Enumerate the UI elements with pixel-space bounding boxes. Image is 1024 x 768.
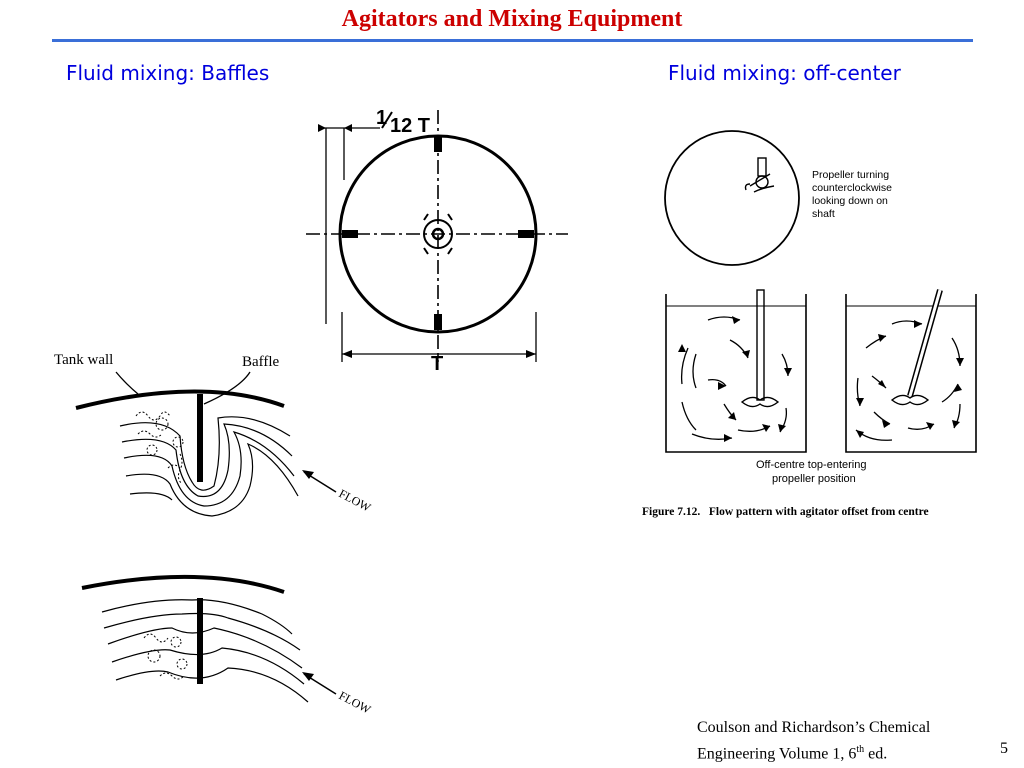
baffle-bottom — [434, 314, 442, 330]
right-heading: Fluid mixing: off-center — [668, 61, 901, 85]
baffle-top — [434, 136, 442, 152]
left-tank-side-view — [665, 294, 807, 453]
citation-ed: ed. — [864, 745, 888, 763]
citation-line-2: Engineering Volume 1, 6th ed. — [697, 739, 930, 765]
citation-edition-suffix: th — [856, 744, 865, 755]
flow-label-top: FLOW — [337, 486, 374, 515]
diameter-label: T — [431, 353, 443, 375]
propeller-note-line-4: shaft — [812, 208, 835, 220]
offcenter-plan-diagram: Propeller turning counterclockwise looki… — [664, 130, 892, 266]
tank-wall-curve-lower — [81, 574, 285, 594]
impeller-hub — [423, 219, 453, 249]
title-rule — [52, 39, 973, 42]
baffle-plan-diagram: 1 12 T T — [306, 107, 568, 375]
baffle-left — [342, 230, 358, 238]
propeller-note-line-3: looking down on — [812, 195, 888, 207]
baffle-flow-diagram-top: Tank wall Baffle FLOW — [54, 352, 374, 517]
citation-volume: Engineering Volume 1, 6 — [697, 745, 857, 763]
baffle-width-label-den: 12 T — [390, 115, 430, 137]
baffle-label: Baffle — [242, 354, 280, 370]
citation-line-1: Coulson and Richardson’s Chemical — [697, 719, 931, 736]
slide-title: Agitators and Mixing Equipment — [341, 6, 683, 32]
propeller-note-line-1: Propeller turning — [812, 169, 889, 181]
tank-wall-curve — [75, 389, 285, 410]
citation: Coulson and Richardson’s Chemical Engine… — [697, 717, 930, 765]
left-heading: Fluid mixing: Baffles — [66, 61, 270, 85]
baffle-flow-diagram-bottom: FLOW — [81, 574, 374, 717]
offcenter-side-diagrams: Off-centre top-entering propeller positi… — [642, 289, 977, 518]
offcenter-tank-outline — [664, 130, 800, 266]
position-caption-line-1: Off-centre top-entering — [756, 459, 866, 471]
propeller-top-view-icon — [744, 157, 775, 193]
position-caption-line-2: propeller position — [772, 473, 856, 485]
baffle-width-label-num: 1 — [376, 107, 387, 129]
figure-caption: Figure 7.12. Flow pattern with agitator … — [642, 506, 929, 518]
tank-wall-label: Tank wall — [54, 352, 113, 368]
baffle-right — [518, 230, 534, 238]
propeller-note-line-2: counterclockwise — [812, 182, 892, 194]
flow-label-bottom: FLOW — [337, 688, 374, 717]
right-tank-side-view — [845, 294, 977, 453]
page-number: 5 — [1000, 740, 1008, 757]
